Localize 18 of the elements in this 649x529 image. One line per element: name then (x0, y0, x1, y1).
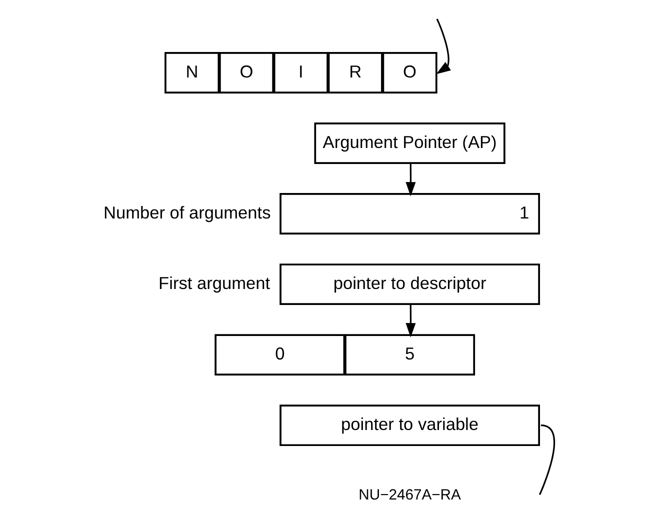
node-label: First argument (158, 272, 270, 293)
node-box: I (272, 52, 328, 94)
arrow (405, 304, 416, 338)
node-box: R (327, 52, 382, 94)
node-box: 5 (344, 334, 475, 376)
arrow (405, 163, 416, 196)
node-box: pointer to variable (279, 404, 540, 446)
arrow (436, 18, 450, 74)
node-label: Number of arguments (102, 202, 270, 222)
node-box: O (382, 52, 437, 94)
node-box: 0 (214, 334, 345, 376)
connector (538, 424, 555, 495)
node-box: O (218, 52, 274, 94)
node-box: N (164, 52, 220, 94)
label: NU−2467A−RA (358, 488, 460, 504)
node-box: pointer to descriptor (279, 264, 540, 306)
node-box: 1 (279, 193, 540, 234)
node-box: Argument Pointer (AP) (314, 122, 505, 164)
